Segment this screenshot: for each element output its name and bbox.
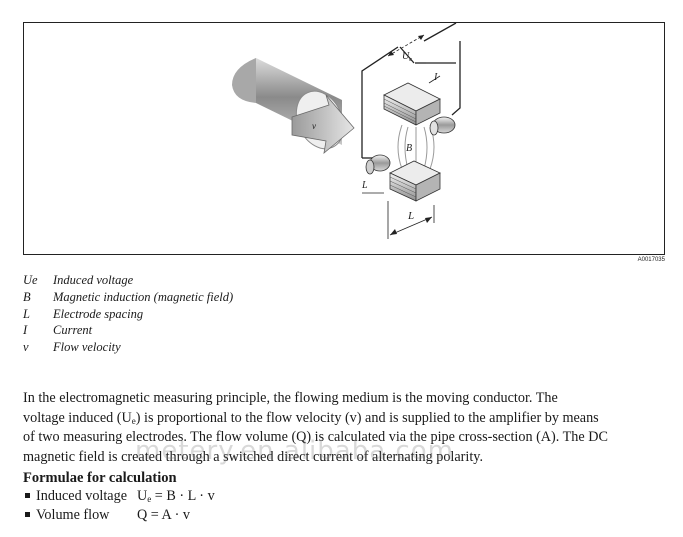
electrode-spacing-small: L [361,180,384,194]
watermark: metery.en.alibaba.com [135,436,454,466]
upper-magnet-coil [383,82,441,126]
paragraph-line: magnetic field is created through a swit… [23,448,483,465]
formula-expression: Ue = B · L · v [137,488,215,505]
paragraph-subscript: e [131,415,136,426]
circuit-wires [361,23,461,159]
formula-induced-voltage: Induced voltage Ue = B · L · v [25,488,215,507]
induced-voltage-indicator: Ue I [387,34,441,84]
paragraph-text: voltage induced (U [23,409,132,426]
legend-symbol: Ue [23,273,38,287]
coil-length-dimension: L [387,201,435,239]
formula-subscript: e [147,494,152,504]
formula-label: Induced voltage [36,488,127,504]
legend-description: Flow velocity [53,340,121,355]
legend-symbol: v [23,340,29,355]
legend-description: Induced voltage [53,273,134,287]
principle-description: In the electromagnetic measuring princip… [23,389,669,467]
paragraph-line: In the electromagnetic measuring princip… [23,390,558,406]
paragraph-line: voltage induced (Ue) is proportional to … [23,409,669,429]
svg-text:Ue: Ue [402,51,412,63]
figure-code: A0017035 [637,257,665,263]
formulae-heading: Formulae for calculation [23,470,177,486]
formula-expression: Q = A · v [137,507,190,523]
legend-symbol: B [23,289,31,304]
electromagnetic-principle-illustration: v Ue I [232,23,461,239]
ue-label: U [402,51,410,62]
legend-description: Current [53,323,93,338]
formula-label: Volume flow [36,507,110,523]
paragraph-text: ) is proportional to the flow velocity (… [135,409,599,426]
lower-magnet-coil [389,160,441,202]
small-spacing-label: L [361,180,368,191]
current-label: I [433,72,438,83]
right-electrode [429,116,456,136]
formula-symbol: U [137,488,148,504]
flow-arrow: v [291,94,355,154]
paragraph-line: of two measuring electrodes. The flow vo… [23,429,608,445]
legend-symbol: I [23,323,28,338]
field-label: B [406,143,412,154]
ue-subscript: e [409,57,412,63]
formula-volume-flow: Volume flow Q = A · v [25,507,190,526]
left-electrode [365,154,391,175]
bullet-icon [25,512,30,517]
formula-list: Induced voltage Ue = B · L · v Volume fl… [25,488,215,526]
big-spacing-label: L [407,210,414,222]
legend-description: Magnetic induction (magnetic field) [53,289,234,304]
legend-description: Electrode spacing [53,306,144,321]
principle-diagram: v Ue I [23,22,665,255]
legend-symbol: L [23,306,30,321]
formula-rhs: = B · L · v [151,488,215,504]
bullet-icon [25,493,30,498]
velocity-label: v [312,121,316,131]
